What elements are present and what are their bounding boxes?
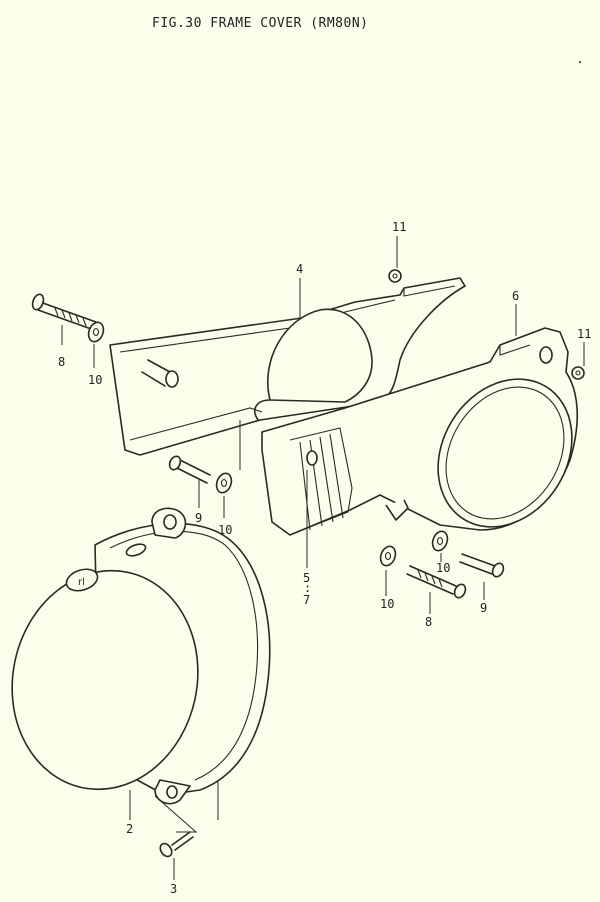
callout-10: 10 [88, 373, 102, 387]
callout-8: 8 [58, 355, 65, 369]
callout-labels: 11 4 6 11 8 10 9 10 5 : 7 10 10 8 9 2 3 [58, 220, 591, 896]
callout-7: 7 [303, 593, 310, 607]
callout-3: 3 [170, 882, 177, 896]
callout-10: 10 [436, 561, 450, 575]
part-4-upper-cover [109, 277, 466, 456]
callout-separator: : [304, 581, 311, 595]
figure-title: FIG.30 FRAME COVER (RM80N) [152, 16, 369, 31]
part-9-bolt-right [459, 553, 505, 578]
callout-9: 9 [480, 601, 487, 615]
part-2-round-cover: rl [11, 507, 271, 805]
callout-8: 8 [425, 615, 432, 629]
callout-11: 11 [392, 220, 406, 234]
speck-mark [579, 61, 581, 63]
callout-10: 10 [218, 523, 232, 537]
part-8-bolt-lower [406, 565, 467, 599]
callout-6: 6 [512, 289, 519, 303]
callout-5: 5 [303, 571, 310, 585]
leader-lines [61, 236, 585, 880]
part-6-right-cover [261, 327, 579, 536]
callout-2: 2 [126, 822, 133, 836]
part-9-bolt-left [168, 455, 211, 484]
callout-10: 10 [380, 597, 394, 611]
callout-9: 9 [195, 511, 202, 525]
part-8-bolt-upper [31, 293, 97, 331]
part-10-washers [87, 321, 449, 567]
svg-text:rl: rl [78, 577, 85, 588]
callout-11: 11 [577, 327, 591, 341]
part-11-nuts [388, 269, 585, 380]
callout-4: 4 [296, 262, 303, 276]
part-3-screw [159, 831, 194, 858]
